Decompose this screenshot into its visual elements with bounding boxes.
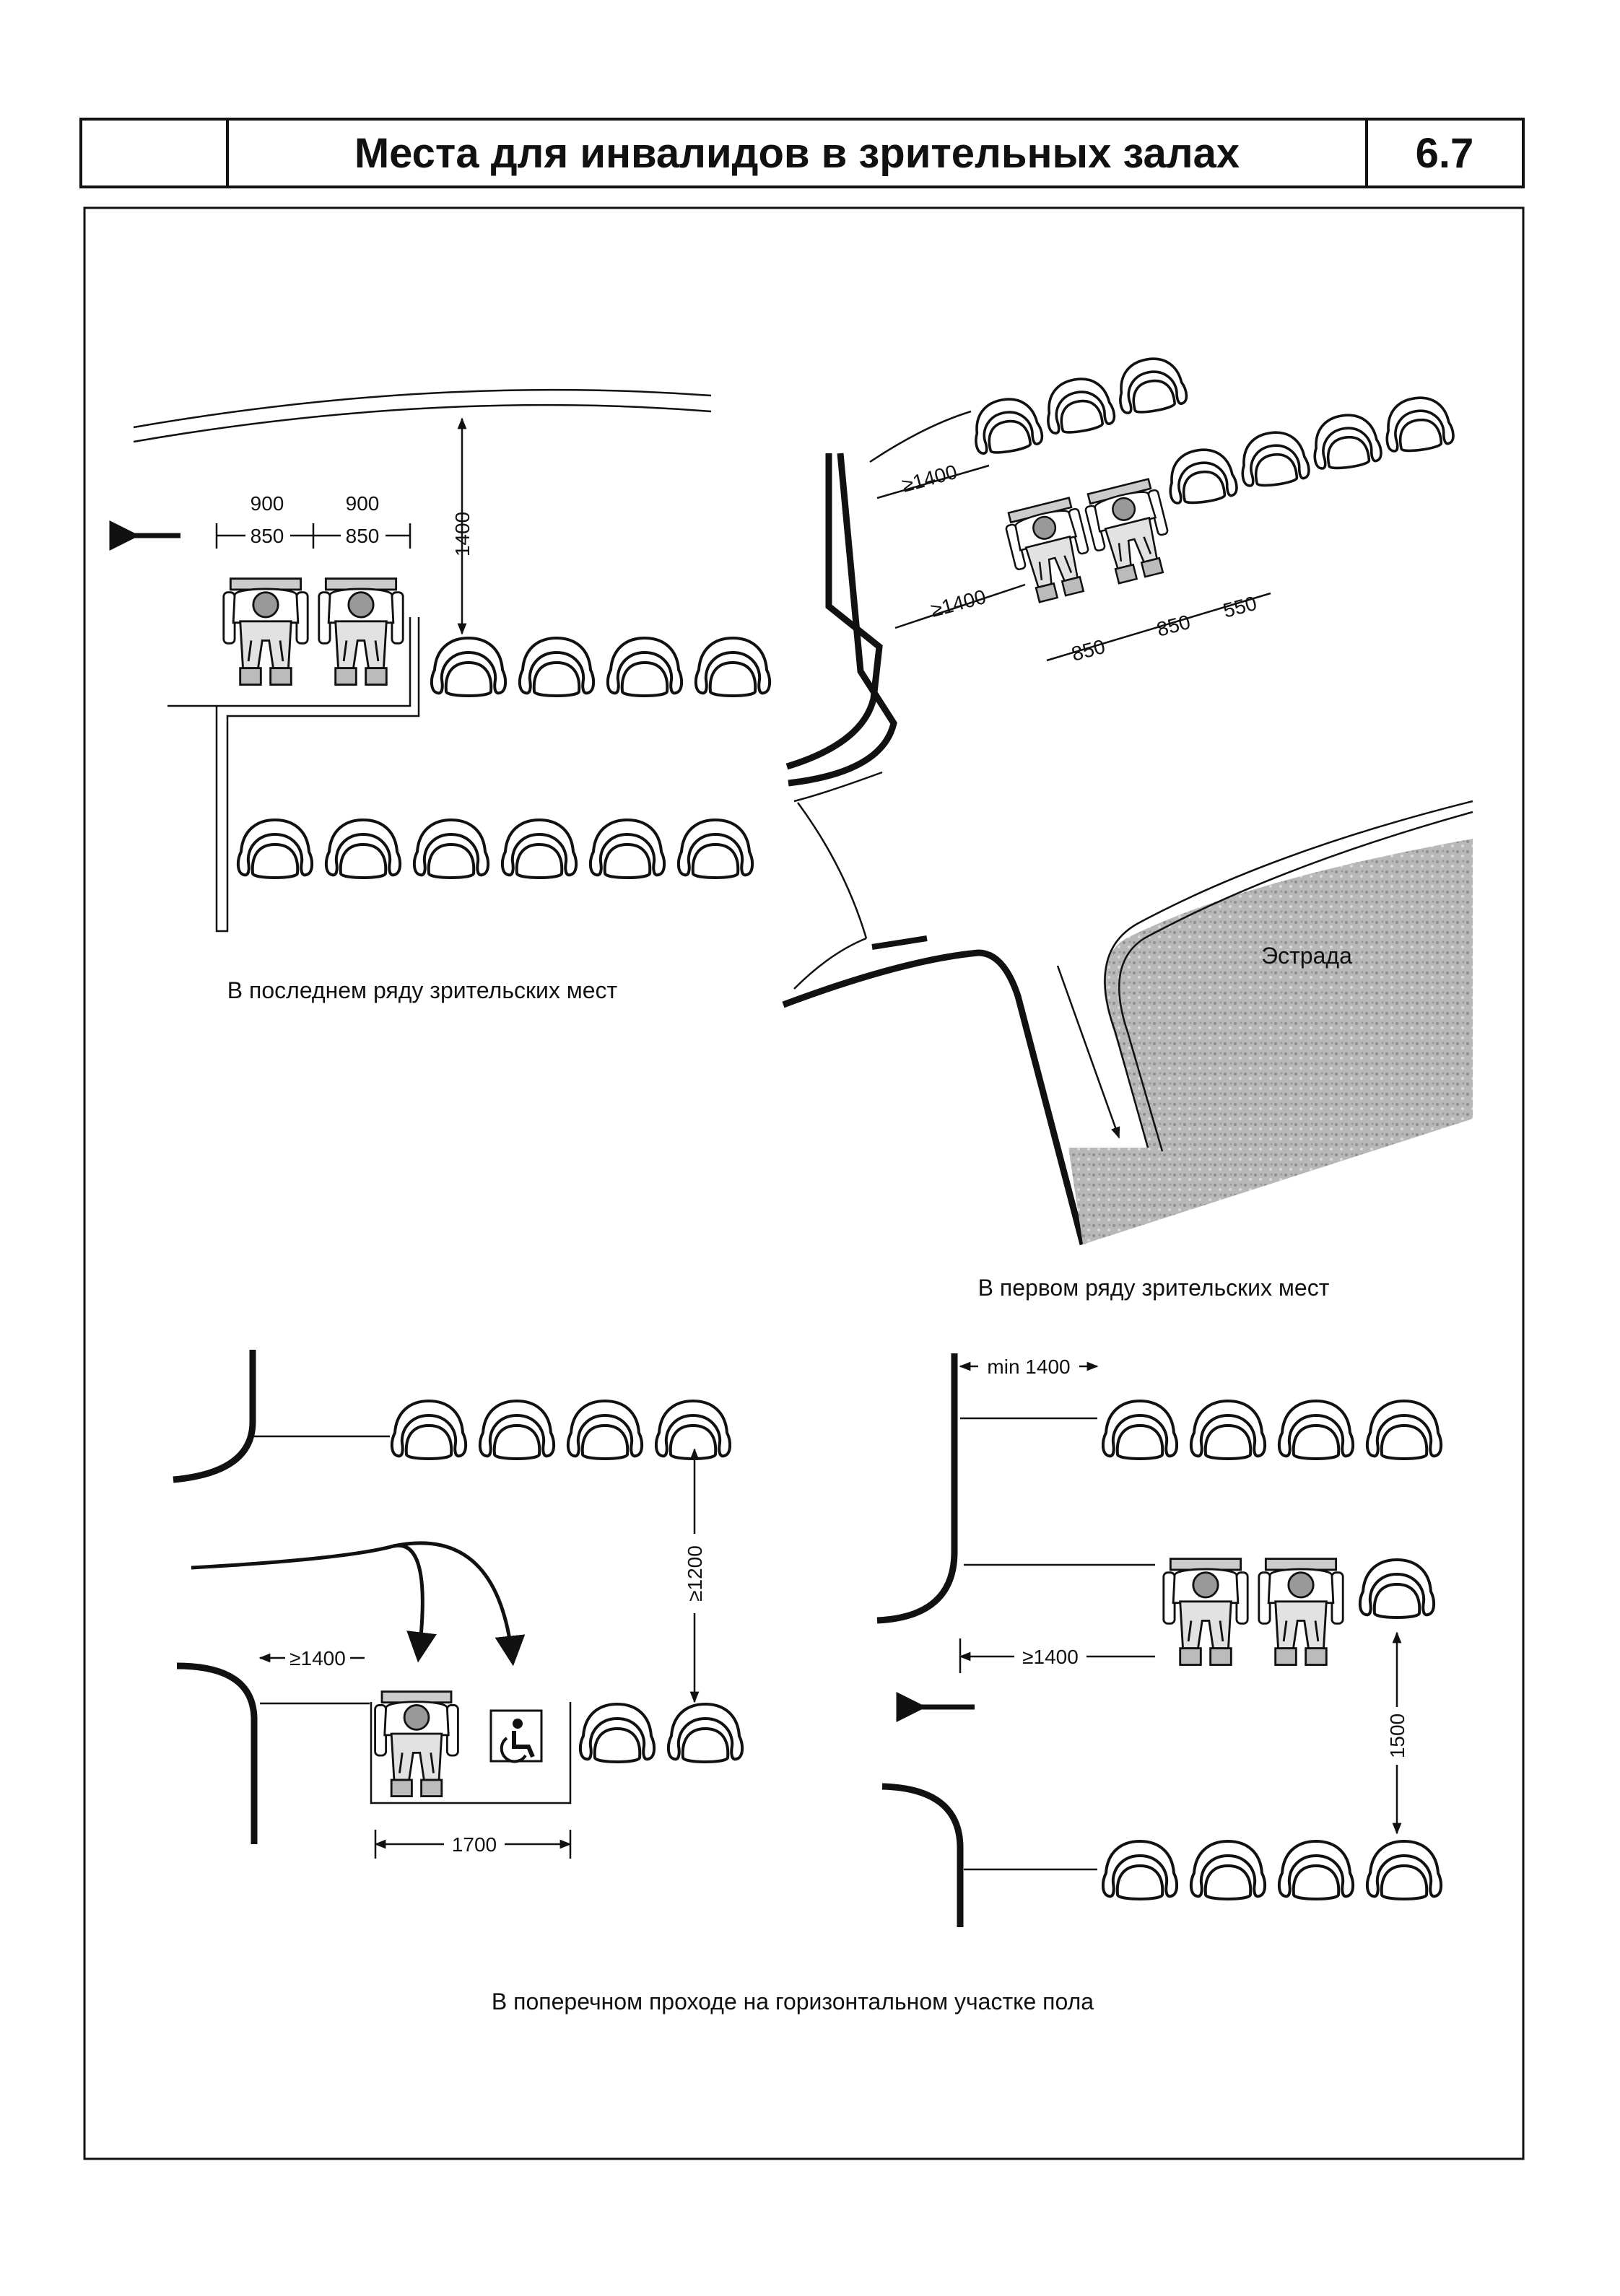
sheet-number: 6.7 xyxy=(1416,130,1474,177)
theatre-seat-icon xyxy=(1279,1401,1353,1459)
wheelchair-user-icon xyxy=(1081,476,1178,588)
theatre-seat-icon xyxy=(432,638,505,696)
wheelchair-bay xyxy=(370,1702,572,1804)
dim-line xyxy=(894,583,1026,629)
dim-aisle-lower: ≥1400 xyxy=(928,585,988,621)
theatre-seat-icon xyxy=(591,820,664,878)
theatre-seat-icon xyxy=(480,1401,554,1459)
theatre-seat-icon xyxy=(1360,1560,1434,1618)
theatre-seat-icon xyxy=(568,1401,642,1459)
dim-row-spacing: ≥1200 xyxy=(684,1545,706,1602)
wheelchair-platform xyxy=(167,617,420,933)
theatre-seat-icon xyxy=(1191,1841,1265,1899)
dim-passage: ≥1400 xyxy=(1022,1646,1079,1668)
caption-cross-aisle: В поперечном проходе на горизонтальном у… xyxy=(492,1989,1094,2015)
wheelchair-user-icon xyxy=(1001,495,1099,607)
theatre-seat-icon xyxy=(1380,392,1456,456)
door-leaf xyxy=(871,935,928,950)
dim-space-outer-2: 900 xyxy=(346,492,380,515)
theatre-seat-icon xyxy=(1367,1841,1441,1899)
sheet-header: Места для инвалидов в зрительных залах 6… xyxy=(79,118,1525,188)
dim-line xyxy=(876,464,990,499)
theatre-seat-icon xyxy=(1103,1841,1177,1899)
dim-space-1: 850 xyxy=(1069,635,1107,665)
theatre-seat-icon xyxy=(1236,427,1312,491)
side-wall-inner xyxy=(788,453,897,787)
wheelchair-user-icon xyxy=(318,577,404,686)
wheelchair-user-icon xyxy=(1162,1558,1249,1667)
theatre-seat-icon xyxy=(1164,444,1240,508)
rear-wall-line xyxy=(133,388,712,429)
dim-aisle-upper: ≥1400 xyxy=(900,460,959,497)
direction-arrow-icon xyxy=(191,1543,437,1663)
theatre-seat-icon xyxy=(696,638,770,696)
side-wall xyxy=(785,453,883,770)
lower-wall xyxy=(782,949,1086,1246)
theatre-seat-icon xyxy=(1040,372,1118,438)
rear-wall-line-inner xyxy=(133,403,712,443)
aisle-wall xyxy=(176,1662,258,1844)
theatre-seat-icon xyxy=(1308,409,1384,473)
stage-edge xyxy=(1104,800,1473,1148)
aisle-wall xyxy=(876,1353,958,1624)
wheelchair-user-icon xyxy=(1258,1558,1344,1667)
content-frame xyxy=(83,206,1525,2160)
dim-passage-top: min 1400 xyxy=(987,1356,1070,1378)
dim-bay-width: 1700 xyxy=(452,1833,497,1856)
theatre-seat-icon xyxy=(1112,352,1190,418)
theatre-seat-icon xyxy=(656,1401,730,1459)
dim-space-inner-1: 850 xyxy=(251,525,284,547)
wheelchair-user-icon xyxy=(222,577,309,686)
dim-space-3: 550 xyxy=(1221,592,1259,622)
theatre-seat-icon xyxy=(679,820,752,878)
theatre-seat-icon xyxy=(502,820,576,878)
caption-first-row: В первом ряду зрительских мест xyxy=(978,1275,1330,1301)
dim-space-outer-1: 900 xyxy=(251,492,284,515)
theatre-seat-icon xyxy=(968,393,1045,458)
theatre-seat-icon xyxy=(238,820,312,878)
stage-label: Эстрада xyxy=(1261,943,1352,969)
aisle-wall xyxy=(173,1350,256,1483)
theatre-seat-icon xyxy=(414,820,488,878)
theatre-seat-icon xyxy=(580,1704,654,1762)
theatre-seat-icon xyxy=(392,1401,466,1459)
theatre-seat-icon xyxy=(608,638,681,696)
dim-space-inner-2: 850 xyxy=(346,525,380,547)
theatre-seat-icon xyxy=(326,820,400,878)
door-swing xyxy=(796,802,868,939)
dim-line xyxy=(1046,592,1271,662)
aisle-wall xyxy=(881,1783,964,1927)
stage-floor xyxy=(1068,839,1473,1244)
dim-row-spacing: 1500 xyxy=(1386,1714,1408,1758)
theatre-seat-icon xyxy=(1191,1401,1265,1459)
dim-rear-clearance: 1400 xyxy=(451,512,474,556)
theatre-seat-icon xyxy=(1367,1401,1441,1459)
page-title: Места для инвалидов в зрительных залах xyxy=(354,130,1240,177)
panel-cross-aisle-right: min 1400 ≥1400 1500 xyxy=(876,1353,1441,1927)
caption-last-row: В последнем ряду зрительских мест xyxy=(227,977,618,1003)
dim-line xyxy=(1056,965,1120,1139)
panel-cross-aisle-left: ≥1400 ≥1200 1700 xyxy=(173,1350,742,1859)
theatre-seat-icon xyxy=(520,638,593,696)
dim-space-2: 850 xyxy=(1154,611,1193,641)
panel-last-row: 1400 900 900 850 850 В последнем ряду зр… xyxy=(109,388,770,1003)
theatre-seat-icon xyxy=(1103,1401,1177,1459)
theatre-seat-icon xyxy=(1279,1841,1353,1899)
theatre-seat-icon xyxy=(669,1704,742,1762)
accessibility-symbol-icon xyxy=(489,1709,543,1763)
dim-passage: ≥1400 xyxy=(289,1647,346,1669)
wheelchair-user-icon xyxy=(374,1690,459,1798)
panel-first-row: Эстрада ≥1400 ≥1400 850 850 550 В первом… xyxy=(782,352,1473,1301)
direction-arrow-icon xyxy=(393,1541,526,1667)
